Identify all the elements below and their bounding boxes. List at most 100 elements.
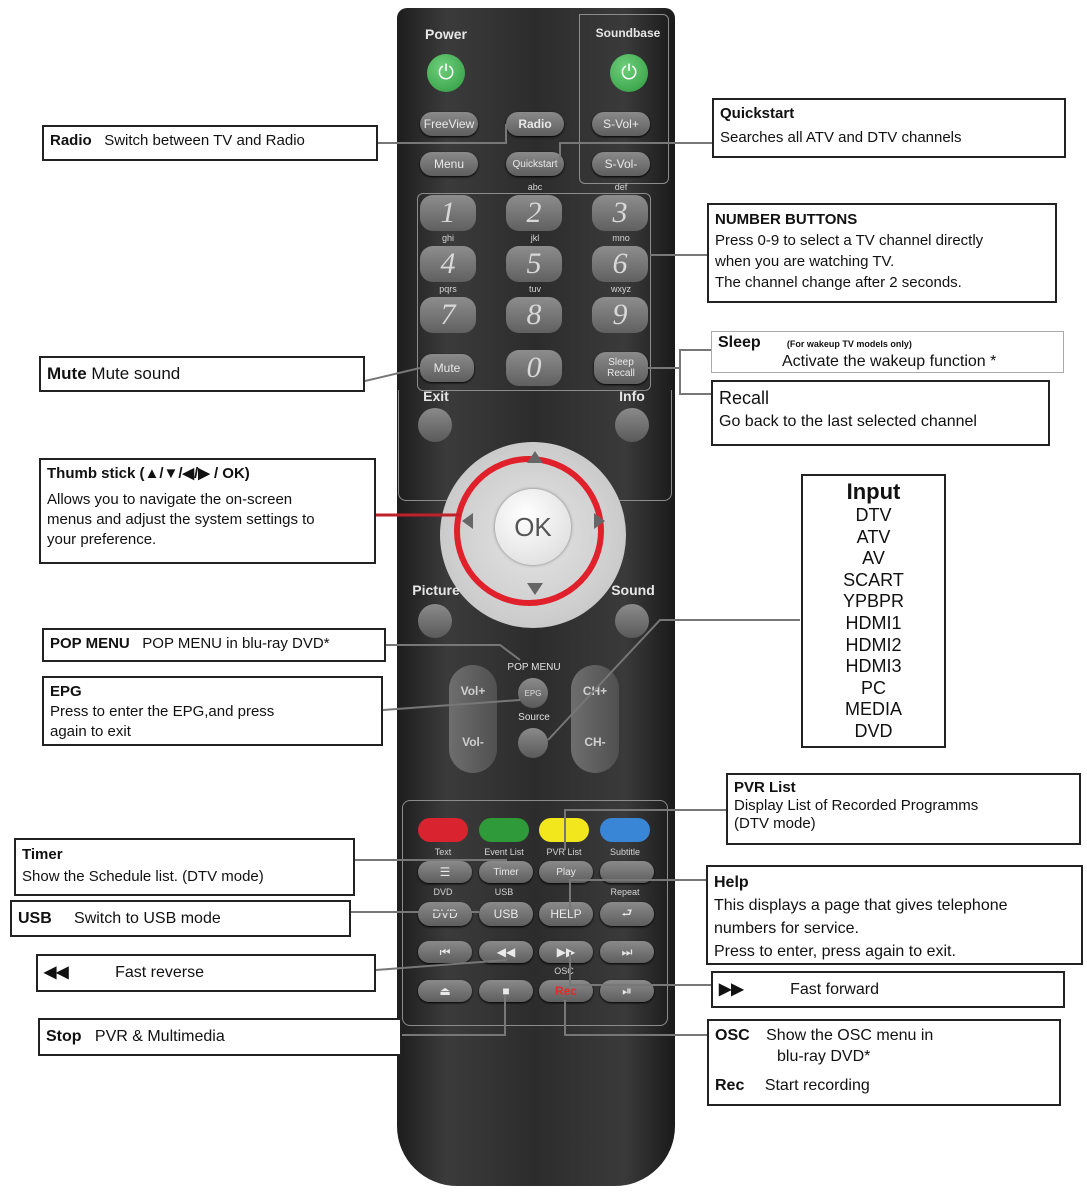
callout-text: Start recording bbox=[764, 1077, 870, 1094]
blue-button[interactable] bbox=[600, 818, 650, 842]
arrow-up-icon[interactable] bbox=[527, 451, 543, 463]
picture-button[interactable] bbox=[418, 604, 452, 638]
power-icon: ⏻ bbox=[438, 61, 454, 84]
number-button-8[interactable]: 8 bbox=[506, 297, 562, 333]
text-label: Text bbox=[434, 847, 452, 857]
timer-button[interactable]: Timer bbox=[479, 861, 533, 883]
callout-title: Rec bbox=[715, 1077, 745, 1094]
exit-button[interactable] bbox=[418, 408, 452, 442]
number-button-4[interactable]: 4 bbox=[420, 246, 476, 282]
prev-button[interactable]: ⏮ bbox=[418, 941, 472, 963]
dvd-button[interactable]: DVD bbox=[418, 902, 472, 926]
rewind-button[interactable]: ◀◀ bbox=[479, 941, 533, 963]
soundbase-power-button[interactable]: ⏻ bbox=[610, 54, 648, 92]
ffwd-leader bbox=[569, 952, 711, 986]
play-button[interactable]: Play bbox=[539, 861, 593, 883]
number-button-3[interactable]: 3 bbox=[592, 195, 648, 231]
next-button[interactable]: ⏭ bbox=[600, 941, 654, 963]
vol-minus-label: Vol- bbox=[462, 735, 484, 749]
arrow-down-icon[interactable] bbox=[527, 583, 543, 595]
radio-button[interactable]: Radio bbox=[506, 112, 564, 136]
number-buttons-callout: NUMBER BUTTONS Press 0-9 to select a TV … bbox=[707, 203, 1057, 303]
callout-text: Mute sound bbox=[91, 364, 181, 383]
help-button[interactable]: HELP bbox=[539, 902, 593, 926]
sleep-recall-button[interactable]: Sleep Recall bbox=[594, 352, 648, 384]
callout-title: EPG bbox=[50, 683, 82, 700]
callout-text: Switch to USB mode bbox=[74, 910, 221, 927]
svol-plus-button[interactable]: S-Vol+ bbox=[592, 112, 650, 136]
blank-button[interactable] bbox=[600, 861, 654, 883]
callout-text: Show the Schedule list. (DTV mode) bbox=[22, 868, 264, 885]
number-button-0[interactable]: 0 bbox=[506, 350, 562, 386]
usb-top-label: USB bbox=[494, 887, 514, 897]
subtitle-label: Subtitle bbox=[609, 847, 641, 857]
number-button-1[interactable]: 1 bbox=[420, 195, 476, 231]
sleep-leader bbox=[679, 349, 711, 395]
pvr-leader bbox=[564, 809, 726, 850]
callout-line: your preference. bbox=[47, 531, 157, 548]
quickstart-button[interactable]: Quickstart bbox=[506, 152, 564, 176]
callout-text: Fast reverse bbox=[115, 964, 204, 981]
callout-title: Help bbox=[714, 874, 749, 891]
callout-line: Display List of Recorded Programms bbox=[734, 797, 979, 814]
sound-button[interactable] bbox=[615, 604, 649, 638]
number-button-2[interactable]: 2 bbox=[506, 195, 562, 231]
fast-forward-icon: ▶▶ bbox=[719, 981, 744, 998]
arrow-right-icon[interactable] bbox=[594, 513, 605, 529]
soundbase-frame bbox=[579, 14, 669, 184]
callout-line: Show the OSC menu in bbox=[766, 1027, 934, 1044]
source-label: Source bbox=[518, 712, 550, 723]
freeview-button[interactable]: FreeView bbox=[420, 112, 478, 136]
eject-button[interactable]: ⏏ bbox=[418, 980, 472, 1002]
info-button[interactable] bbox=[615, 408, 649, 442]
input-leader bbox=[547, 619, 800, 741]
epg-label: EPG bbox=[524, 688, 542, 698]
epg-button[interactable]: EPG bbox=[518, 678, 548, 708]
callout-line: Press 0-9 to select a TV channel directl… bbox=[715, 232, 984, 249]
num-sub-label: wxyz bbox=[611, 284, 631, 294]
number-button-7[interactable]: 7 bbox=[420, 297, 476, 333]
mute-leader bbox=[364, 367, 421, 382]
callout-line: Press to enter the EPG,and press bbox=[50, 703, 275, 720]
usb-button[interactable]: USB bbox=[479, 902, 533, 926]
power-button[interactable]: ⏻ bbox=[427, 54, 465, 92]
input-item: DTV bbox=[855, 505, 892, 525]
channel-rocker[interactable] bbox=[571, 665, 619, 773]
epg-callout: EPG Press to enter the EPG,and press aga… bbox=[42, 676, 383, 746]
number-button-9[interactable]: 9 bbox=[592, 297, 648, 333]
skip-back-icon: ⏮ bbox=[439, 944, 451, 959]
red-button[interactable] bbox=[418, 818, 468, 842]
stop-icon: ■ bbox=[502, 984, 510, 998]
callout-text: Fast forward bbox=[790, 981, 879, 998]
callout-line: Allows you to navigate the on-screen bbox=[47, 491, 293, 508]
number-button-6[interactable]: 6 bbox=[592, 246, 648, 282]
power-icon: ⏻ bbox=[621, 61, 637, 84]
callout-text: Searches all ATV and DTV channels bbox=[720, 129, 962, 146]
stop-button[interactable]: ■ bbox=[479, 980, 533, 1002]
list-button[interactable]: ☰ bbox=[418, 861, 472, 883]
green-button[interactable] bbox=[479, 818, 529, 842]
exit-label: Exit bbox=[423, 388, 449, 404]
source-button[interactable] bbox=[518, 728, 548, 758]
input-item: PC bbox=[860, 677, 886, 698]
ok-button[interactable]: OK bbox=[495, 489, 571, 565]
picture-label: Picture bbox=[412, 582, 460, 598]
power-label: Power bbox=[424, 26, 467, 42]
repeat-button[interactable]: ⮐ bbox=[600, 902, 654, 926]
menu-button[interactable]: Menu bbox=[420, 152, 478, 176]
input-item: ATV bbox=[856, 526, 891, 547]
ch-minus-label: CH- bbox=[584, 735, 606, 749]
input-item: HDMI3 bbox=[845, 656, 902, 677]
svol-minus-button[interactable]: S-Vol- bbox=[592, 152, 650, 176]
recall-callout: Recall Go back to the last selected chan… bbox=[711, 380, 1050, 446]
radio-leader bbox=[376, 124, 507, 144]
callout-title: OSC bbox=[715, 1027, 750, 1044]
volume-rocker[interactable] bbox=[449, 665, 497, 773]
mute-button[interactable]: Mute bbox=[420, 354, 474, 382]
vol-plus-label: Vol+ bbox=[460, 684, 486, 698]
sleep-label: Sleep bbox=[608, 357, 634, 368]
arrow-left-icon[interactable] bbox=[462, 513, 473, 529]
number-button-5[interactable]: 5 bbox=[506, 246, 562, 282]
fast-reverse-callout: ◀◀ Fast reverse bbox=[36, 954, 376, 992]
